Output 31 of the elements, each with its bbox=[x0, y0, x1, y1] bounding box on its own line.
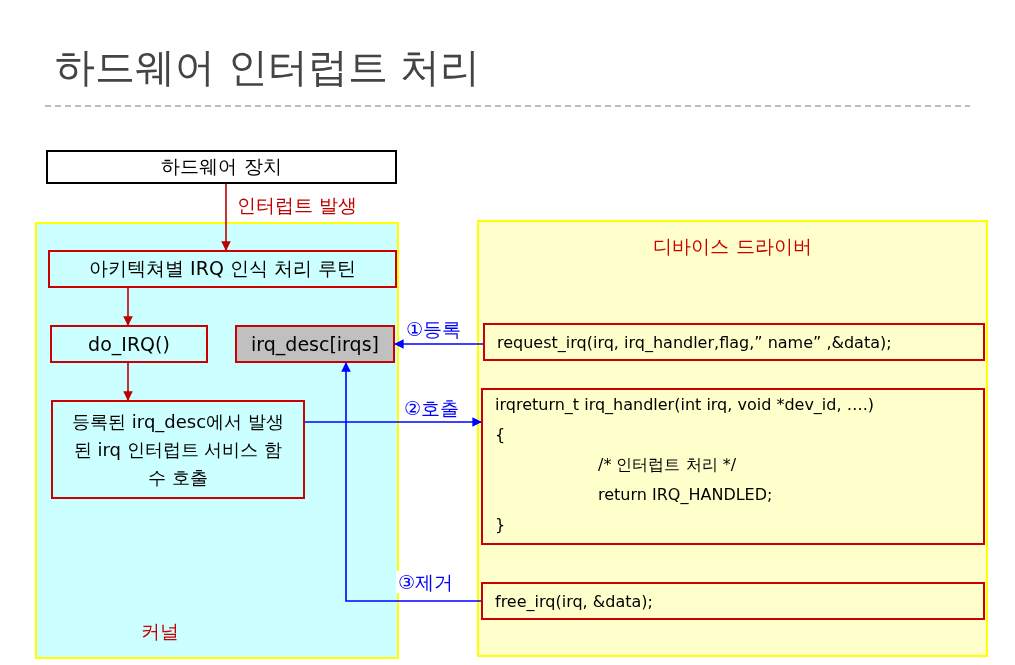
code-box bbox=[481, 388, 985, 545]
panel-title: 커널 bbox=[141, 619, 179, 644]
arrow bbox=[123, 287, 133, 326]
device-box bbox=[46, 150, 397, 184]
arrow bbox=[341, 362, 482, 602]
panel-title: 디바이스 드라이버 bbox=[652, 234, 813, 259]
kernel-panel bbox=[35, 222, 399, 659]
code-line: { bbox=[495, 425, 506, 444]
code-box bbox=[483, 323, 985, 361]
process-box bbox=[50, 325, 208, 363]
code-line: return IRQ_HANDLED; bbox=[598, 485, 773, 504]
process-label: 등록된 irq_desc에서 발생된 irq 인터럽트 서비스 함수 호출 bbox=[71, 410, 285, 490]
arrow bbox=[123, 362, 133, 401]
process-label: 아키텍쳐별 IRQ 인식 처리 루틴 bbox=[88, 256, 357, 281]
device-label: 하드웨어 장치 bbox=[160, 154, 283, 179]
code-line: } bbox=[495, 515, 506, 534]
title: 하드웨어 인터럽트 처리 bbox=[55, 43, 481, 92]
code-line: free_irq(irq, &data); bbox=[495, 592, 653, 611]
process-box bbox=[48, 250, 397, 288]
arrow bbox=[221, 183, 231, 251]
process-label: do_IRQ() bbox=[87, 333, 171, 355]
driver-panel bbox=[477, 220, 988, 657]
arrow bbox=[304, 417, 482, 427]
code-box bbox=[481, 582, 985, 620]
table-box bbox=[235, 325, 395, 363]
code-line: /* 인터럽트 처리 */ bbox=[598, 455, 737, 476]
code-line: irqreturn_t irq_handler(int irq, void *dev_id, ….) bbox=[495, 395, 874, 414]
process-box bbox=[51, 400, 305, 499]
arrow bbox=[394, 339, 484, 349]
table-label: irq_desc[irqs] bbox=[250, 333, 380, 355]
code-line: request_irq(irq, irq_handler,flag,” name” ,&data); bbox=[497, 333, 892, 352]
